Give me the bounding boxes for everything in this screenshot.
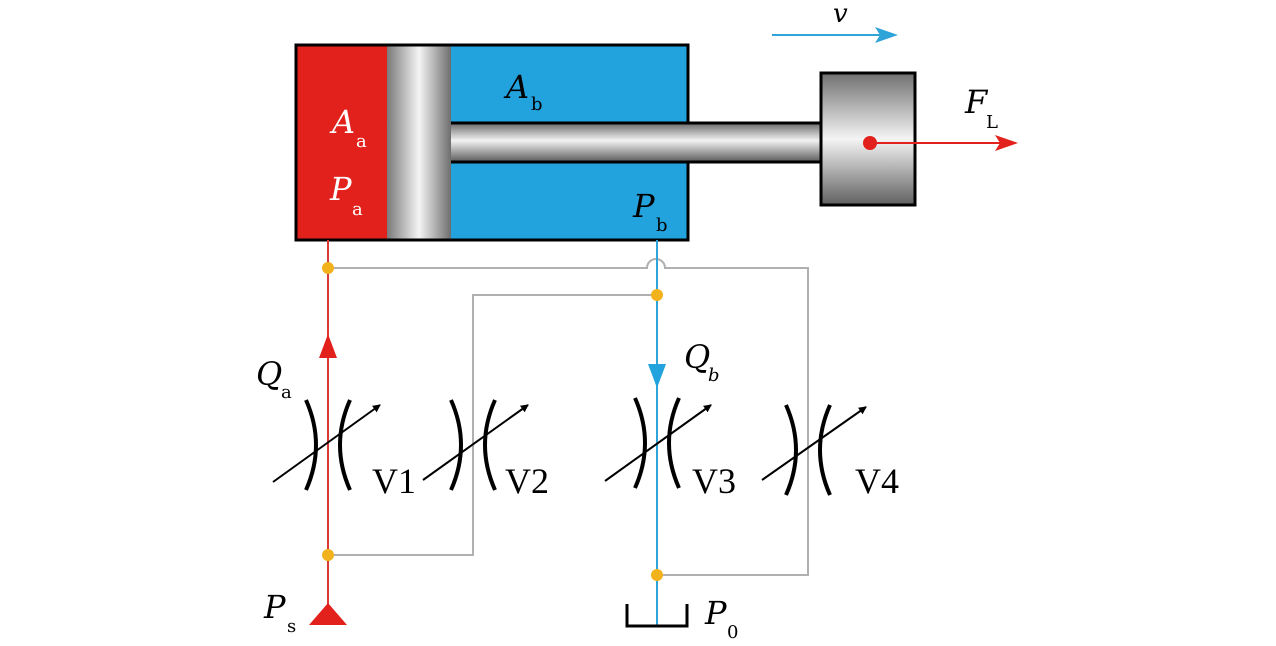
tank: [625, 604, 689, 628]
area-b-label: A: [503, 68, 529, 106]
valve-v2-label: V2: [505, 461, 549, 501]
chamber-b-lower: [451, 162, 688, 240]
piston: [387, 45, 451, 240]
pressure-a-label: P: [329, 170, 352, 208]
valve-v3-adjust-arrow: [604, 404, 712, 482]
valve-v2-right-arc: [483, 399, 497, 491]
flow-b-label-sub: b: [708, 365, 720, 386]
supply-pressure-label-sub: s: [287, 616, 296, 637]
valve-v3-right-arc: [667, 397, 681, 489]
area-b-label-sub: b: [531, 94, 543, 115]
valve-v4-left-arc: [784, 404, 798, 496]
valve-v1-left-arc: [304, 399, 318, 491]
valve-v1-label: V1: [372, 461, 416, 501]
chamber-b-upper: [451, 45, 688, 123]
flow-a-arrowhead: [319, 334, 337, 358]
bypass-line-supply-to-b: [328, 294, 657, 556]
valve-v3-label: V3: [692, 461, 736, 501]
supply-source: [309, 603, 347, 625]
valve-v2: [422, 399, 529, 491]
pressure-a-label-sub: a: [352, 199, 363, 220]
force-arrowhead: [995, 135, 1018, 151]
pressure-b-label-sub: b: [656, 215, 668, 236]
force-label-sub: L: [986, 112, 998, 133]
junction-a-bottom: [322, 549, 334, 561]
flow-a-label-sub: a: [281, 382, 292, 403]
valve-v1: [272, 399, 381, 491]
pressure-b-label: P: [632, 187, 655, 225]
junction-a-top: [322, 262, 334, 274]
supply-pressure-label: P: [263, 588, 286, 626]
tank-pressure-label-sub: 0: [727, 622, 738, 643]
flow-b-arrowhead: [648, 364, 666, 388]
chamber-a: [296, 45, 388, 240]
valve-v2-left-arc: [449, 399, 463, 491]
valve-v4: [761, 404, 867, 496]
flow-a-label: Q: [256, 355, 282, 393]
area-a-label: A: [329, 103, 355, 141]
flow-b-label: Q: [684, 338, 710, 376]
velocity-label: v: [833, 0, 848, 29]
valve-v4-right-arc: [818, 404, 832, 496]
valve-v3-left-arc: [633, 397, 647, 489]
valve-v1-adjust-arrow: [272, 404, 381, 483]
junction-b-top: [651, 289, 663, 301]
valve-v1-right-arc: [338, 399, 352, 491]
valve-v2-adjust-arrow: [422, 404, 529, 481]
area-a-label-sub: a: [356, 131, 367, 152]
force-label: F: [964, 83, 989, 121]
velocity-arrowhead: [875, 27, 898, 43]
valve-v4-adjust-arrow: [761, 406, 867, 481]
junction-b-bottom: [651, 569, 663, 581]
piston-rod: [451, 123, 823, 162]
tank-pressure-label: P: [704, 594, 727, 632]
valve-v3: [604, 397, 712, 489]
valve-v4-label: V4: [855, 461, 899, 501]
bypass-line-a-to-tank: [328, 258, 809, 576]
